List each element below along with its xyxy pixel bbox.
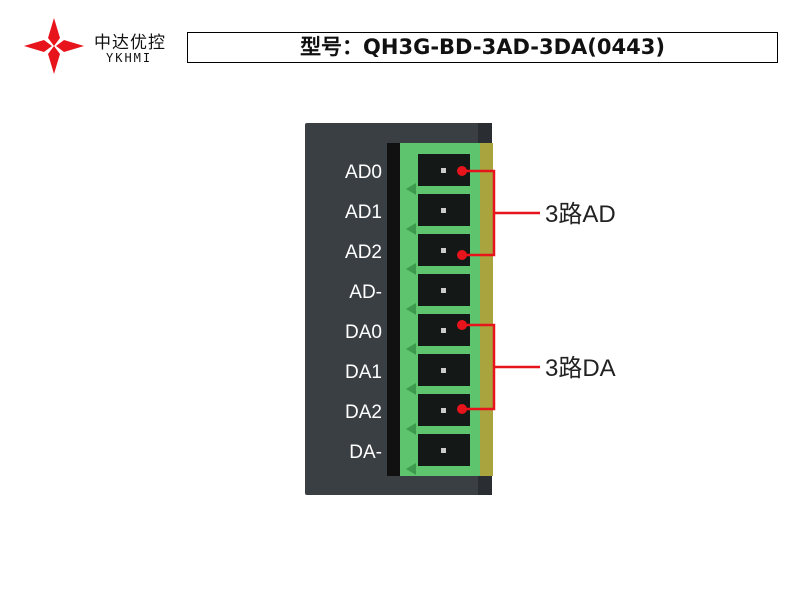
callout-brackets: [462, 169, 540, 411]
marker-dot: [457, 250, 467, 260]
terminal-label: AD-: [349, 282, 382, 303]
terminal-latch: [406, 343, 416, 355]
terminal-label: AD2: [345, 242, 382, 263]
screw-icon: [441, 328, 446, 333]
logo-name-cn: 中达优控: [94, 33, 166, 53]
screw-icon: [441, 408, 446, 413]
terminal-latch: [406, 183, 416, 195]
callout-da: 3路DA: [545, 355, 616, 382]
logo-name-en: YKHMI: [106, 51, 153, 65]
terminal-label: DA2: [345, 402, 382, 423]
terminal-latch: [406, 223, 416, 235]
company-logo: 中达优控 YKHMI: [22, 16, 192, 76]
terminal-latch: [406, 303, 416, 315]
terminal-latch: [406, 383, 416, 395]
terminal-latch: [406, 423, 416, 435]
callout-ad: 3路AD: [545, 201, 616, 228]
screw-icon: [441, 248, 446, 253]
screw-icon: [441, 168, 446, 173]
marker-dot: [457, 166, 467, 176]
marker-dot: [457, 404, 467, 414]
marker-dot: [457, 320, 467, 330]
terminal-label: AD0: [345, 162, 382, 183]
terminal-label: DA0: [345, 322, 382, 343]
terminal-label: DA-: [349, 442, 382, 463]
screw-icon: [441, 448, 446, 453]
terminal-label: AD1: [345, 202, 382, 223]
gold-strip: [480, 143, 493, 476]
screw-icon: [441, 288, 446, 293]
terminal-label: DA1: [345, 362, 382, 383]
screw-icon: [441, 368, 446, 373]
terminal-latch: [406, 463, 416, 475]
screw-icon: [441, 208, 446, 213]
model-title: 型号：QH3G-BD-3AD-3DA(0443): [187, 32, 778, 63]
logo-star-icon: [24, 18, 84, 74]
terminal-latch: [406, 263, 416, 275]
